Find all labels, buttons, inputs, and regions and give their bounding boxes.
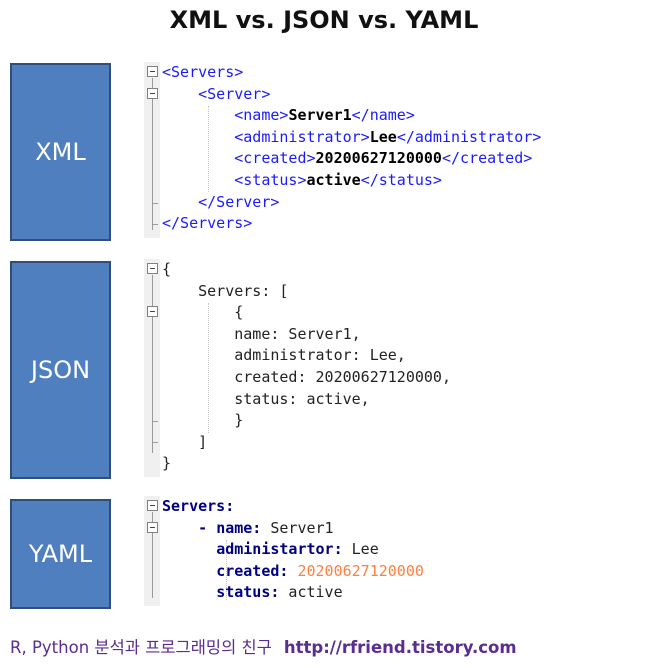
xml-label-box: XML [10,63,111,241]
fold-minus-icon[interactable] [147,306,158,317]
json-line-2: Servers: [ [162,281,289,300]
fold-minus-icon[interactable] [147,522,158,533]
yaml-line-1: Servers: [162,497,235,515]
xml-line-7: </Server> [198,192,280,211]
xml-line-6: <status>active</status> [234,171,442,189]
xml-line-4: <administrator>Lee</administrator> [234,127,542,146]
yaml-label-box: YAML [10,499,111,609]
json-line-9: ] [162,432,208,451]
json-line-10: } [162,454,172,473]
yaml-label: YAML [28,540,93,568]
fold-minus-icon[interactable] [147,66,158,77]
xml-line-2: <Server> [198,84,271,103]
xml-code-panel: <Servers> <Server> <name>Server1</name> … [144,62,644,238]
json-line-4: name: Server1, [162,324,361,343]
yaml-code-panel: Servers: - name: Server1 administartor: … [144,496,544,606]
footer-text: R, Python 분석과 프로그래밍의 친구 [10,638,272,657]
xml-line-8: </Servers> [162,214,253,233]
fold-minus-icon[interactable] [147,88,158,99]
yaml-line-2: - name: Server1 [198,518,334,537]
json-line-8: } [162,411,244,430]
json-line-1: { [162,260,172,278]
fold-minus-icon[interactable] [147,263,158,274]
xml-label: XML [35,138,86,166]
xml-line-1: <Servers> [162,63,244,81]
footer-url-link[interactable]: http://rfriend.tistory.com [283,638,517,657]
json-line-5: administrator: Lee, [162,346,406,365]
yaml-line-3: administartor: Lee [216,540,379,559]
json-line-3: { [162,303,244,322]
json-line-7: status: active, [162,389,370,408]
xml-line-3: <name>Server1</name> [234,106,415,125]
yaml-line-4: created: 20200627120000 [216,561,424,580]
page-title: XML vs. JSON vs. YAML [169,6,479,34]
json-label: JSON [30,356,91,384]
json-line-6: created: 20200627120000, [162,368,451,386]
yaml-line-5: status: active [216,583,343,602]
footer: R, Python 분석과 프로그래밍의 친구 http://rfriend.ti… [10,634,517,658]
xml-line-5: <created>20200627120000</created> [234,149,533,168]
fold-minus-icon[interactable] [147,500,158,511]
json-label-box: JSON [10,261,111,479]
json-code-panel: { Servers: [ { name: Server1, administra… [144,259,544,477]
